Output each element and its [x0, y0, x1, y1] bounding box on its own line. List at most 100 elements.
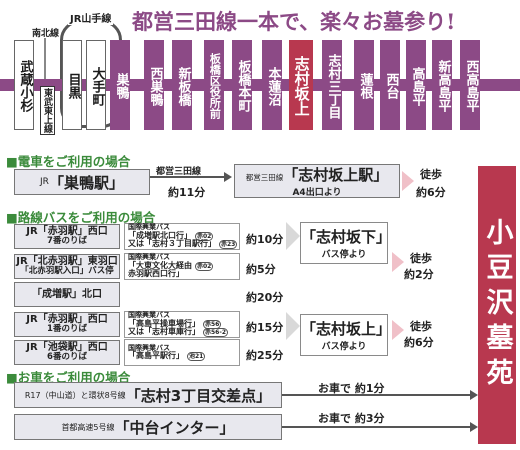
train-duration: 約11分: [168, 186, 206, 199]
bus-line-text: 赤羽駅西口行」: [128, 269, 184, 279]
car-origin-2: 首都高速5号線 「中台インター」: [14, 414, 282, 440]
bus-origin-main: JR「北赤羽駅」東羽口: [16, 256, 118, 268]
bus-origin-sub: 6番のりば: [47, 352, 87, 363]
bus-line: 「高島平操車場行」赤56: [128, 319, 222, 329]
bus-line: 又は「志村車庫行」赤56-2: [128, 327, 229, 338]
car-arrow-2: [282, 426, 472, 428]
section-train: ■電車をご利用の場合: [6, 154, 131, 169]
bus-origin-sub: 7番のりば: [47, 236, 87, 247]
station-5: 新板橋: [172, 40, 192, 130]
bus-stop2-sub: バス停より: [321, 342, 367, 352]
bus-line-text: 「成増駅北口行」: [128, 230, 192, 240]
nanboku-line-label: 南北線: [32, 29, 60, 39]
bus-stop-shimurasakashita: 「志村坂下」 バス停より: [300, 222, 392, 264]
destination-name: 小豆沢墓苑: [481, 217, 513, 393]
bus-ride-time: 約10分: [246, 233, 284, 246]
station-0: 武蔵小杉: [14, 40, 34, 130]
bus-stop-shimurasakaue: 「志村坂上」 バス停より: [300, 314, 392, 356]
station-11: 蓮根: [354, 40, 374, 130]
bus-route-code: 池21: [187, 351, 206, 361]
station-name: 志村坂上: [292, 56, 311, 116]
station-name: 巣鴨: [113, 73, 129, 99]
station-10: 志村三丁目: [322, 40, 342, 130]
station-name: 西高島平: [463, 60, 479, 112]
bus-ride-time: 約15分: [246, 321, 284, 334]
bus-company: 国際興業バス: [128, 311, 170, 320]
tobu-tojo-line-label: 東武東上線: [40, 86, 55, 135]
bus-stop-name: 「志村坂下」: [301, 228, 392, 246]
bus-walk-label-2: 徒歩: [410, 320, 432, 333]
station-name: 本蓮沼: [265, 66, 281, 106]
bus-line: 「大東文化大経由赤02: [128, 260, 214, 271]
station-name: 蓮根: [357, 73, 373, 99]
station-name: 高島平: [409, 66, 425, 106]
bus-origin-sub: 1番のりば: [47, 324, 87, 335]
bus-line-text: 又は「志村３丁目駅行」: [128, 239, 216, 249]
station-14: 新高島平: [432, 40, 452, 130]
bus-route-code: 赤56: [203, 319, 222, 329]
train-dest-prefix: 都営三田線: [245, 173, 284, 182]
bus-line: 又は「志村３丁目駅行」赤23: [128, 239, 238, 250]
bus-origin-main: JR「池袋駅」西口: [26, 342, 108, 354]
bus-walk-arrow-1: [392, 252, 404, 272]
bus-origin-sub: 「北赤羽駅入口」バス停: [20, 266, 114, 277]
bus-line-text: 「大東文化大経由: [128, 260, 192, 270]
bus-company: 国際興業バス: [128, 343, 170, 352]
bus-line: 赤羽駅西口行」: [128, 269, 184, 279]
bus-route-code: 赤02: [195, 261, 214, 271]
station-13: 高島平: [406, 40, 426, 130]
car-origin-2-name: 「中台インター」: [114, 418, 235, 437]
bus-ride-time: 約25分: [246, 349, 284, 362]
station-1: 目黒: [62, 40, 82, 130]
train-dest-station: 「志村坂上駅」: [283, 166, 389, 184]
station-name: 新板橋: [175, 66, 191, 106]
bus-line-text: 「高島平駅行」: [128, 350, 184, 360]
bus-walk-arrow-2: [392, 320, 404, 340]
car-time-2: お車で 約3分: [318, 412, 385, 425]
car-origin-1: R17（中山道）と環状8号線 「志村3丁目交差点」: [14, 382, 282, 408]
train-walk-label: 徒歩: [420, 168, 442, 181]
bus-company: 国際興業バス: [128, 223, 170, 232]
station-6: 板橋区役所前: [204, 40, 224, 130]
bus-origin-1: JR「北赤羽駅」東羽口「北赤羽駅入口」バス停: [14, 254, 120, 279]
train-origin-station: 「巣鴨駅」: [48, 173, 124, 192]
bus-stop2-name: 「志村坂上」: [301, 320, 392, 338]
bus-walk-time-2: 約6分: [404, 336, 434, 349]
car-arrow-1: [282, 394, 472, 396]
bus-walk-label-1: 徒歩: [410, 252, 432, 265]
bus-origin-main: 「成増駅」北口: [32, 289, 102, 300]
station-15: 西高島平: [460, 40, 480, 130]
bus-ride-time: 約5分: [246, 263, 276, 276]
station-name: 西台: [383, 73, 399, 99]
station-4: 西巣鴨: [144, 40, 164, 130]
station-name: 目黒: [65, 73, 81, 99]
bus-company: 国際興業バス: [128, 253, 170, 262]
bus-arrow-upper: [286, 222, 300, 250]
bus-line: 「成増駅北口行」赤02: [128, 230, 214, 241]
bus-line: 「高島平駅行」池21: [128, 350, 206, 361]
jr-yamanote-label: JR山手線: [68, 10, 114, 25]
bus-origin-main: JR「赤羽駅」西口: [26, 314, 108, 326]
car-time-1: お車で 約1分: [318, 382, 385, 395]
destination-box: 小豆沢墓苑: [478, 166, 516, 444]
station-2: 大手町: [86, 40, 106, 130]
bus-origin-main: JR「赤羽駅」西口: [26, 226, 108, 238]
station-12: 西台: [380, 40, 400, 130]
bus-route-code: 赤23: [219, 240, 238, 250]
bus-line-text: 又は「志村車庫行」: [128, 327, 200, 337]
car-arrow-2-head: [470, 422, 478, 432]
station-7: 板橋本町: [232, 40, 252, 130]
station-8: 本蓮沼: [262, 40, 282, 130]
station-name: 志村三丁目: [325, 53, 341, 119]
bus-route-4: 国際興業バス「高島平駅行」池21: [124, 339, 240, 366]
station-name: 武蔵小杉: [17, 60, 33, 112]
station-9: 志村坂上: [289, 40, 313, 130]
station-name: 大手町: [89, 66, 105, 106]
bus-ride-time: 約20分: [246, 291, 284, 304]
train-origin: JR 「巣鴨駅」: [14, 169, 150, 195]
